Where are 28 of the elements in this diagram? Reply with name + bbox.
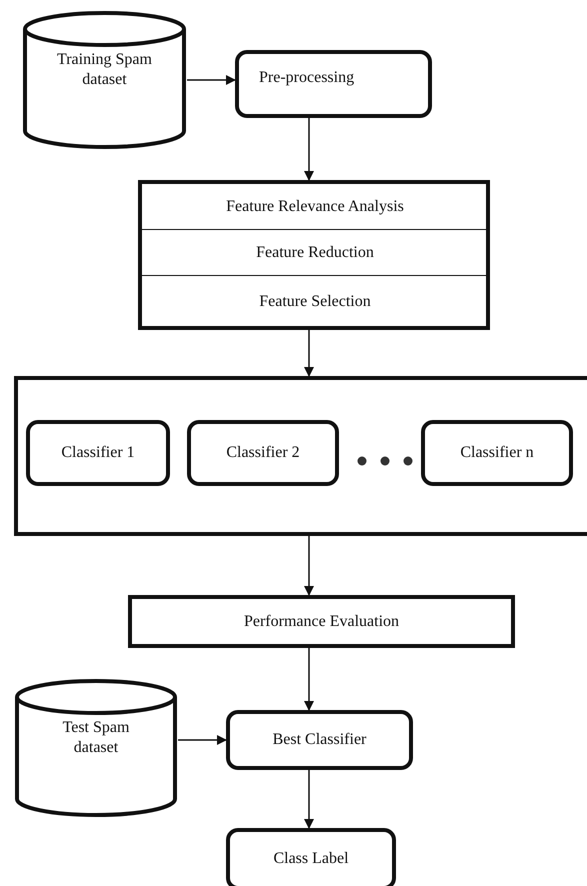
arrow bbox=[178, 735, 227, 745]
node-label: Classifier n bbox=[459, 443, 535, 463]
process-box bbox=[226, 828, 396, 886]
arrow bbox=[304, 770, 314, 829]
process-box bbox=[235, 50, 432, 118]
node-label: Classifier 2 bbox=[225, 443, 301, 463]
arrow bbox=[304, 118, 314, 181]
node-label: Feature Relevance Analysis bbox=[225, 196, 405, 216]
node-label: Test Spam dataset bbox=[62, 718, 130, 758]
classifier-group bbox=[14, 376, 587, 536]
node-label: Feature Selection bbox=[258, 292, 372, 312]
node-label: Best Classifier bbox=[272, 730, 368, 750]
arrow bbox=[304, 536, 314, 596]
node-label: Feature Reduction bbox=[255, 242, 375, 262]
arrow bbox=[304, 648, 314, 711]
process-box bbox=[226, 710, 413, 770]
arrow bbox=[187, 75, 236, 85]
node-label: Training Spam dataset bbox=[56, 50, 153, 90]
process-box bbox=[26, 420, 170, 486]
process-box bbox=[421, 420, 573, 486]
arrow bbox=[304, 330, 314, 377]
node-label: Pre-processing bbox=[258, 68, 356, 88]
node-label: Classifier 1 bbox=[60, 443, 136, 463]
process-box bbox=[128, 595, 515, 648]
process-box bbox=[187, 420, 339, 486]
node-label: Performance Evaluation bbox=[242, 612, 400, 632]
feature-panel bbox=[138, 180, 490, 330]
node-label: Class Label bbox=[272, 849, 350, 869]
